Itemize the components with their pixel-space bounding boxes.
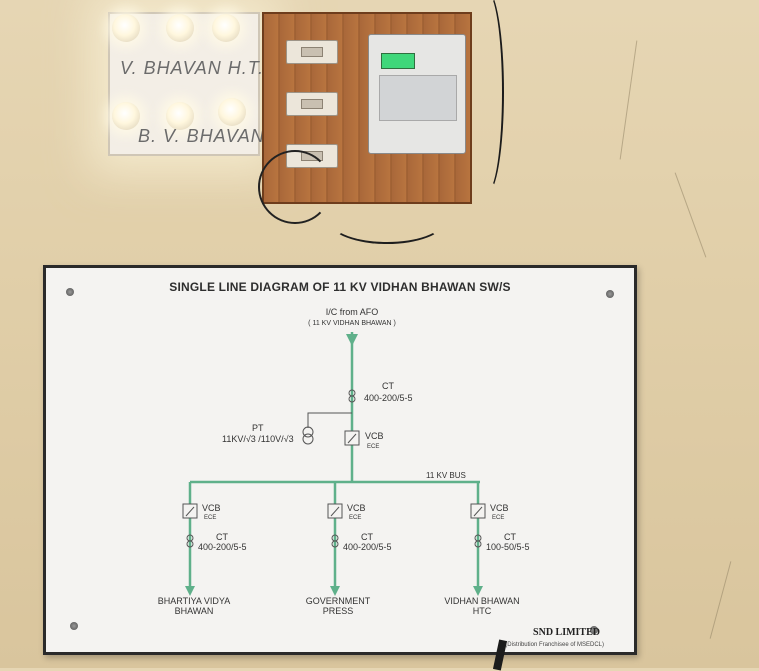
feeder-3-ct-label: CT — [504, 532, 516, 542]
indicator-lamp — [166, 14, 194, 42]
screw — [66, 288, 74, 296]
indicator-lamp — [218, 98, 246, 126]
incomer-arrow — [346, 334, 358, 346]
wall-crack — [674, 172, 707, 258]
feeder-arrow-2 — [330, 586, 340, 596]
indicator-lamp — [112, 102, 140, 130]
energy-meter — [368, 34, 466, 154]
company-subtitle: (Distribution Franchisee of MSEDCL) — [505, 642, 604, 648]
company-name: SND LIMITED — [533, 627, 600, 638]
feeder-3-vcb-label: VCB — [490, 503, 509, 513]
screw — [606, 290, 614, 298]
feeder-arrow-3 — [473, 586, 483, 596]
feeder-1-name-line2: BHAWAN — [175, 606, 214, 616]
bus-label: 11 KV BUS — [426, 471, 466, 480]
pt-symbol — [302, 426, 314, 445]
wall-crack — [619, 40, 638, 160]
meter-label-plate — [379, 75, 457, 121]
feeder-3-vcb-slash — [473, 506, 483, 517]
wall-crack — [709, 561, 732, 639]
feeder-2-name-line1: GOVERNMENT — [306, 596, 371, 606]
main-vcb-sub: ECE — [367, 444, 379, 450]
feeder-1-vcb-slash — [185, 506, 195, 517]
feeder-3-vcb-sub: ECE — [492, 515, 504, 521]
lamp-label-bottom: B. V. BHAVAN — [138, 126, 265, 146]
fuse-holder — [286, 92, 338, 116]
feeder-3-ct-ratio: 100-50/5-5 — [486, 542, 530, 552]
screw — [590, 626, 598, 634]
main-ct-ratio: 400-200/5-5 — [364, 393, 413, 403]
arrow-heads — [185, 334, 483, 596]
screw — [70, 622, 78, 630]
wire — [258, 150, 332, 224]
feeder-2-vcb-slash — [330, 506, 340, 517]
indicator-lamp — [166, 102, 194, 130]
incomer-sub-label: ( 11 KV VIDHAN BHAWAN ) — [308, 320, 396, 327]
main-ct-symbol — [348, 389, 356, 403]
incomer-label: I/C from AFO — [326, 307, 379, 317]
fuse-holder — [286, 40, 338, 64]
feeder-2-ct-label: CT — [361, 532, 373, 542]
diagram-title: SINGLE LINE DIAGRAM OF 11 KV VIDHAN BHAW… — [169, 280, 511, 294]
feeder-2-ct-ratio: 400-200/5-5 — [343, 542, 392, 552]
feeder-3-name-line2: HTC — [473, 606, 492, 616]
main-vcb-slash — [347, 433, 357, 444]
meter-display — [381, 53, 415, 69]
feeder-2-ct-symbol — [331, 534, 339, 548]
wire — [330, 200, 444, 244]
feeder-arrow-1 — [185, 586, 195, 596]
main-ct-label: CT — [382, 381, 394, 391]
indicator-lamp-board: V. BHAVAN H.T. B. V. BHAVAN — [108, 12, 264, 156]
indicator-lamp — [112, 14, 140, 42]
feeder-1-ct-ratio: 400-200/5-5 — [198, 542, 247, 552]
single-line-diagram-board: SINGLE LINE DIAGRAM OF 11 KV VIDHAN BHAW… — [43, 265, 637, 655]
feeder-1-vcb-label: VCB — [202, 503, 221, 513]
feeder-1-name-line1: BHARTIYA VIDYA — [158, 596, 231, 606]
feeder-2-name-line2: PRESS — [323, 606, 354, 616]
feeder-3-ct-symbol — [474, 534, 482, 548]
feeder-3-name-line1: VIDHAN BHAWAN — [444, 596, 519, 606]
feeder-1-ct-label: CT — [216, 532, 228, 542]
wire — [470, 0, 504, 194]
feeder-1-vcb-sub: ECE — [204, 515, 216, 521]
feeder-2-vcb-sub: ECE — [349, 515, 361, 521]
pt-label: PT — [252, 423, 264, 433]
indicator-lamp — [212, 14, 240, 42]
lamp-label-top: V. BHAVAN H.T. — [120, 58, 265, 78]
feeder-1-ct-symbol — [186, 534, 194, 548]
main-vcb-label: VCB — [365, 431, 384, 441]
pt-branch — [307, 412, 352, 428]
diagram-drawing: CT 400-200/5-5 PT 11KV/√3 /110V/√3 VCB E… — [158, 307, 530, 616]
pt-ratio: 11KV/√3 /110V/√3 — [222, 434, 294, 444]
feeder-2-vcb-label: VCB — [347, 503, 366, 513]
